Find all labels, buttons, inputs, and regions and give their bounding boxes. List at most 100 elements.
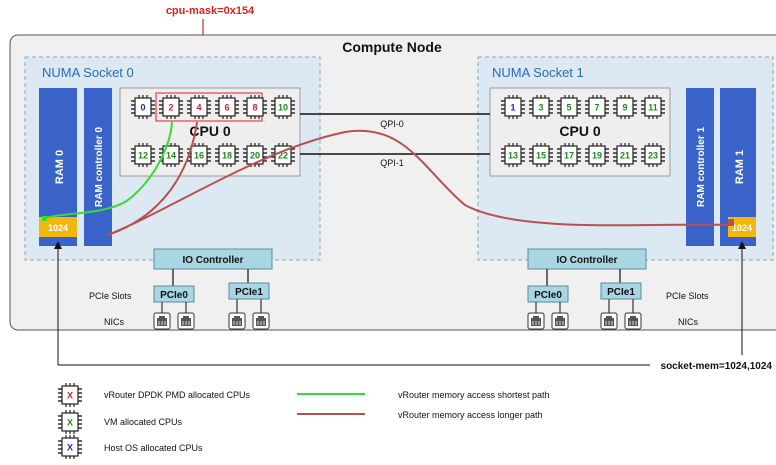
- qpi-1-label: QPI-1: [380, 158, 404, 168]
- cpu-core-4-icon: 4: [187, 95, 211, 119]
- cpu-core-2-icon: 2: [159, 95, 183, 119]
- cpu-core-23-icon-label: 23: [648, 151, 658, 161]
- ram-1-hugepage-value: 1024: [732, 223, 752, 233]
- nic-port-7-icon: [624, 312, 642, 330]
- cpu-core-11-icon: 11: [641, 95, 665, 119]
- shortest-path-line: [42, 121, 173, 219]
- cpu-mask-label: cpu-mask=0x154: [166, 5, 255, 17]
- legend: X vRouter DPDK PMD allocated CPUs X VM a…: [58, 383, 550, 459]
- legend-chip-vrouter-icon: X: [58, 383, 82, 407]
- ram-1-hugepage: [728, 217, 756, 237]
- cpu-core-13-icon: 13: [501, 143, 525, 167]
- cpu-core-3-icon-label: 3: [538, 103, 543, 113]
- cpu-core-7-icon-label: 7: [594, 103, 599, 113]
- pcie-slots-label-left: PCIe Slots: [89, 291, 132, 301]
- cpu-core-12-icon: 12: [131, 143, 155, 167]
- nic-port-3-icon: [252, 312, 270, 330]
- cpu-core-9-icon-label: 9: [622, 103, 627, 113]
- cpu-core-8-icon: 8: [243, 95, 267, 119]
- cpu-core-19-icon: 19: [585, 143, 609, 167]
- numa-socket-0-title: NUMA Socket 0: [42, 65, 134, 80]
- legend-chip-vm-icon: X: [58, 410, 82, 434]
- legend-vrouter-chip-label: X: [67, 391, 73, 401]
- ram-controller-0: [84, 88, 112, 246]
- nic-port-1-icon: [177, 312, 195, 330]
- io-controller-0: [153, 248, 273, 270]
- cpu-core-16-icon-label: 16: [194, 151, 204, 161]
- socket-mem-label: socket-mem=1024,1024: [661, 361, 773, 372]
- legend-host-cpus: Host OS allocated CPUs: [104, 443, 203, 453]
- cpu-core-18-icon: 18: [215, 143, 239, 167]
- pcie-slot-1-1-label: PCIe1: [607, 287, 635, 298]
- longer-path-line: [107, 121, 731, 236]
- nic-port-6-icon: [600, 312, 618, 330]
- nic-port-2-icon: [228, 312, 246, 330]
- cpu-core-5-icon-label: 5: [566, 103, 571, 113]
- cpu-core-13-icon-label: 13: [508, 151, 518, 161]
- compute-node-title: Compute Node: [342, 39, 442, 55]
- cpu-core-4-icon-label: 4: [196, 103, 201, 113]
- cpu-core-11-icon-label: 11: [648, 103, 658, 113]
- cpu-core-20-icon: 20: [243, 143, 267, 167]
- legend-short-path: vRouter memory access shortest path: [398, 390, 550, 400]
- legend-host-chip: X: [58, 435, 82, 459]
- pcie-slots-label-right: PCIe Slots: [666, 291, 709, 301]
- numa-socket-1-title: NUMA Socket 1: [492, 65, 584, 80]
- ram-0-label: RAM 0: [54, 150, 66, 184]
- io-controller-1: [527, 248, 647, 270]
- cpu-1-label: CPU 0: [559, 123, 600, 139]
- pcie-slot-1-0-label: PCIe0: [534, 290, 562, 301]
- ram-controller-0-label: RAM controller 0: [94, 127, 105, 207]
- cpu-core-16-icon: 16: [187, 143, 211, 167]
- ram-0-hugepage: [39, 217, 77, 237]
- cpu-core-15-icon-label: 15: [536, 151, 546, 161]
- pcie-slot-1-0: [527, 285, 569, 303]
- cpu-core-21-icon-label: 21: [620, 151, 630, 161]
- cpu-core-23-icon: 23: [641, 143, 665, 167]
- legend-vrouter-cpus: vRouter DPDK PMD allocated CPUs: [104, 390, 251, 400]
- cpu-core-3-icon: 3: [529, 95, 553, 119]
- cpu-core-1-icon: 1: [501, 95, 525, 119]
- ram-0-hugepage-value: 1024: [48, 223, 68, 233]
- pcie-slot-0-1-label: PCIe1: [235, 287, 263, 298]
- cpu-0-label: CPU 0: [189, 123, 230, 139]
- legend-vrouter-chip: X: [58, 383, 82, 407]
- nics-label-left: NICs: [104, 317, 124, 327]
- cpu-core-17-icon: 17: [557, 143, 581, 167]
- cpu-core-10-icon-label: 10: [278, 103, 288, 113]
- qpi-0-label: QPI-0: [380, 119, 404, 129]
- ram-controller-1: [686, 88, 714, 246]
- cpu-core-10-icon: 10: [271, 95, 295, 119]
- pcie-slot-0-0-label: PCIe0: [160, 290, 188, 301]
- legend-host-chip-label: X: [67, 443, 73, 453]
- cpu-core-15-icon: 15: [529, 143, 553, 167]
- nic-ports: [153, 312, 642, 330]
- cpu-core-6-icon: 6: [215, 95, 239, 119]
- cpu-core-17-icon-label: 17: [564, 151, 574, 161]
- cpu-core-6-icon-label: 6: [224, 103, 229, 113]
- legend-vm-chip-label: X: [67, 418, 73, 428]
- cpu-core-7-icon: 7: [585, 95, 609, 119]
- io-controller-1-label: IO Controller: [556, 255, 617, 266]
- cpu-core-8-icon-label: 8: [252, 103, 257, 113]
- ram-controller-1-label: RAM controller 1: [696, 127, 707, 207]
- nic-port-5-icon: [551, 312, 569, 330]
- cpu-core-21-icon: 21: [613, 143, 637, 167]
- io-controller-0-label: IO Controller: [182, 255, 243, 266]
- cpu-core-14-icon-label: 14: [166, 151, 176, 161]
- cpu-core-18-icon-label: 18: [222, 151, 232, 161]
- cpu-core-0-icon: 0: [131, 95, 155, 119]
- cpu-core-20-icon-label: 20: [250, 151, 260, 161]
- shortest-path-endpoint: [42, 216, 47, 221]
- cpu-core-1-icon-label: 1: [510, 103, 515, 113]
- pcie-slot-0-0: [153, 285, 195, 303]
- cpu-core-2-icon-label: 2: [168, 103, 173, 113]
- cpu-core-22-icon-label: 22: [278, 151, 288, 161]
- legend-vm-cpus: VM allocated CPUs: [104, 417, 183, 427]
- legend-vm-chip: X: [58, 410, 82, 434]
- cpu-core-5-icon: 5: [557, 95, 581, 119]
- cpu-core-19-icon-label: 19: [592, 151, 602, 161]
- nic-port-0-icon: [153, 312, 171, 330]
